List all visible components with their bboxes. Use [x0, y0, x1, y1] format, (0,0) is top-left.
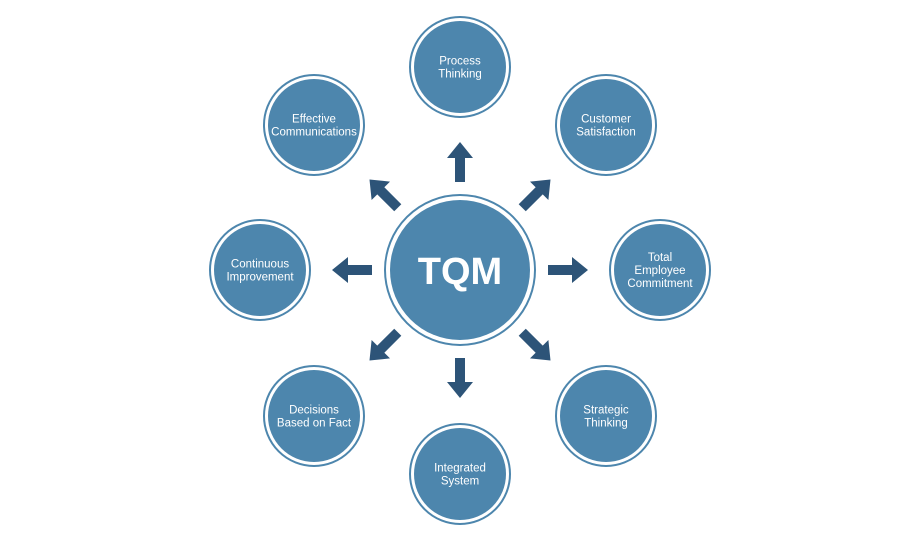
node-label-line: Satisfaction: [576, 127, 635, 139]
node-circle: [614, 224, 706, 316]
arrow-to-process-thinking: [447, 142, 473, 182]
node-label-line: Commitment: [627, 278, 693, 290]
node-circle: [414, 21, 506, 113]
center-label: TQM: [418, 251, 502, 293]
arrow-to-continuous-improvement: [332, 257, 372, 283]
arrow-to-strategic-thinking: [518, 328, 551, 361]
node-label-line: Communications: [271, 127, 357, 139]
node-label-line: Effective: [292, 114, 336, 126]
node-label-line: Decisions: [289, 405, 339, 417]
node-circle: [214, 224, 306, 316]
arrow-shape: [369, 328, 402, 361]
node-circle: [560, 370, 652, 462]
node-label-line: Thinking: [438, 69, 481, 81]
arrow-shape: [518, 179, 551, 212]
center-node: TQM: [384, 194, 536, 346]
arrow-shape: [548, 257, 588, 283]
nodes-layer: ProcessThinkingCustomerSatisfactionTotal…: [209, 16, 711, 525]
arrow-to-integrated-system: [447, 358, 473, 398]
center-circle: [390, 200, 530, 340]
node-label-line: Strategic: [583, 405, 629, 417]
node-label-line: Total: [648, 252, 672, 264]
arrow-shape: [332, 257, 372, 283]
node-circle: [268, 370, 360, 462]
arrow-to-effective-communications: [369, 179, 402, 212]
node-label-line: Integrated: [434, 463, 486, 475]
node-circle: [414, 428, 506, 520]
node-label-line: Customer: [581, 114, 631, 126]
arrow-to-customer-satisfaction: [518, 179, 551, 212]
arrow-to-decisions-based-on-fact: [369, 328, 402, 361]
node-circle: [268, 79, 360, 171]
node-label-line: Continuous: [231, 259, 289, 271]
node-circle: [560, 79, 652, 171]
node-label-line: System: [441, 476, 479, 488]
node-label-line: Improvement: [226, 272, 294, 284]
arrow-shape: [447, 142, 473, 182]
node-label-line: Employee: [634, 265, 685, 277]
arrow-shape: [447, 358, 473, 398]
arrow-to-total-employee-commitment: [548, 257, 588, 283]
node-label-line: Process: [439, 56, 481, 68]
node-label-line: Thinking: [584, 418, 627, 430]
arrows-layer: [332, 142, 588, 398]
node-label-line: Based on Fact: [277, 418, 352, 430]
arrow-shape: [518, 328, 551, 361]
arrow-shape: [369, 179, 402, 212]
